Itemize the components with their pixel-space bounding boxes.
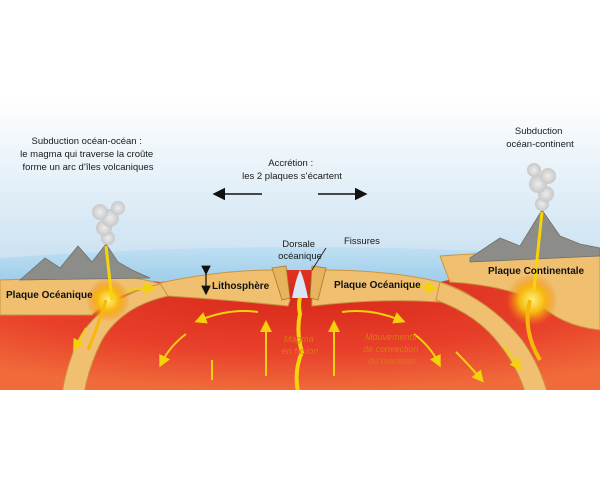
plaque-oceanique-right-label: Plaque Océanique — [334, 280, 421, 291]
magma-label: Magma en fusion — [282, 334, 319, 356]
fissures-label: Fissures — [344, 236, 380, 247]
ridge-left-block — [271, 265, 291, 301]
left-smoke-plume — [92, 201, 125, 245]
left-magma-chamber — [86, 278, 130, 322]
convection-arrows — [73, 281, 522, 383]
plaque-oceanique-left-label: Plaque Océanique — [6, 290, 93, 301]
continental-mountains — [469, 209, 600, 263]
convection-label: Mouvements de convection du manteau — [363, 332, 421, 366]
accretion-label: Accrétion : les 2 plaques s’écartent — [242, 158, 342, 182]
ridge-glow — [292, 270, 308, 298]
subduction-ocean-ocean-label: Subduction océan-océan : le magma qui tr… — [20, 136, 156, 173]
right-magma-chamber — [506, 274, 558, 326]
fissures-leader — [311, 247, 327, 271]
magma-plume — [294, 297, 305, 390]
right-smoke-plume — [527, 163, 556, 211]
continental-volcano-lava — [532, 211, 544, 291]
dorsale-label: Dorsale océanique — [278, 239, 322, 262]
plaque-continentale-label: Plaque Continentale — [488, 266, 585, 277]
ridge-right-block — [309, 265, 327, 301]
island-arc-mountains — [18, 243, 151, 281]
island-volcano-lava — [104, 245, 114, 301]
subduction-ocean-continent-label: Subduction océan-continent — [506, 126, 574, 150]
lithosphere-label: Lithosphère — [212, 281, 270, 292]
left-magma-streak — [86, 299, 108, 351]
right-magma-streak — [525, 299, 542, 362]
